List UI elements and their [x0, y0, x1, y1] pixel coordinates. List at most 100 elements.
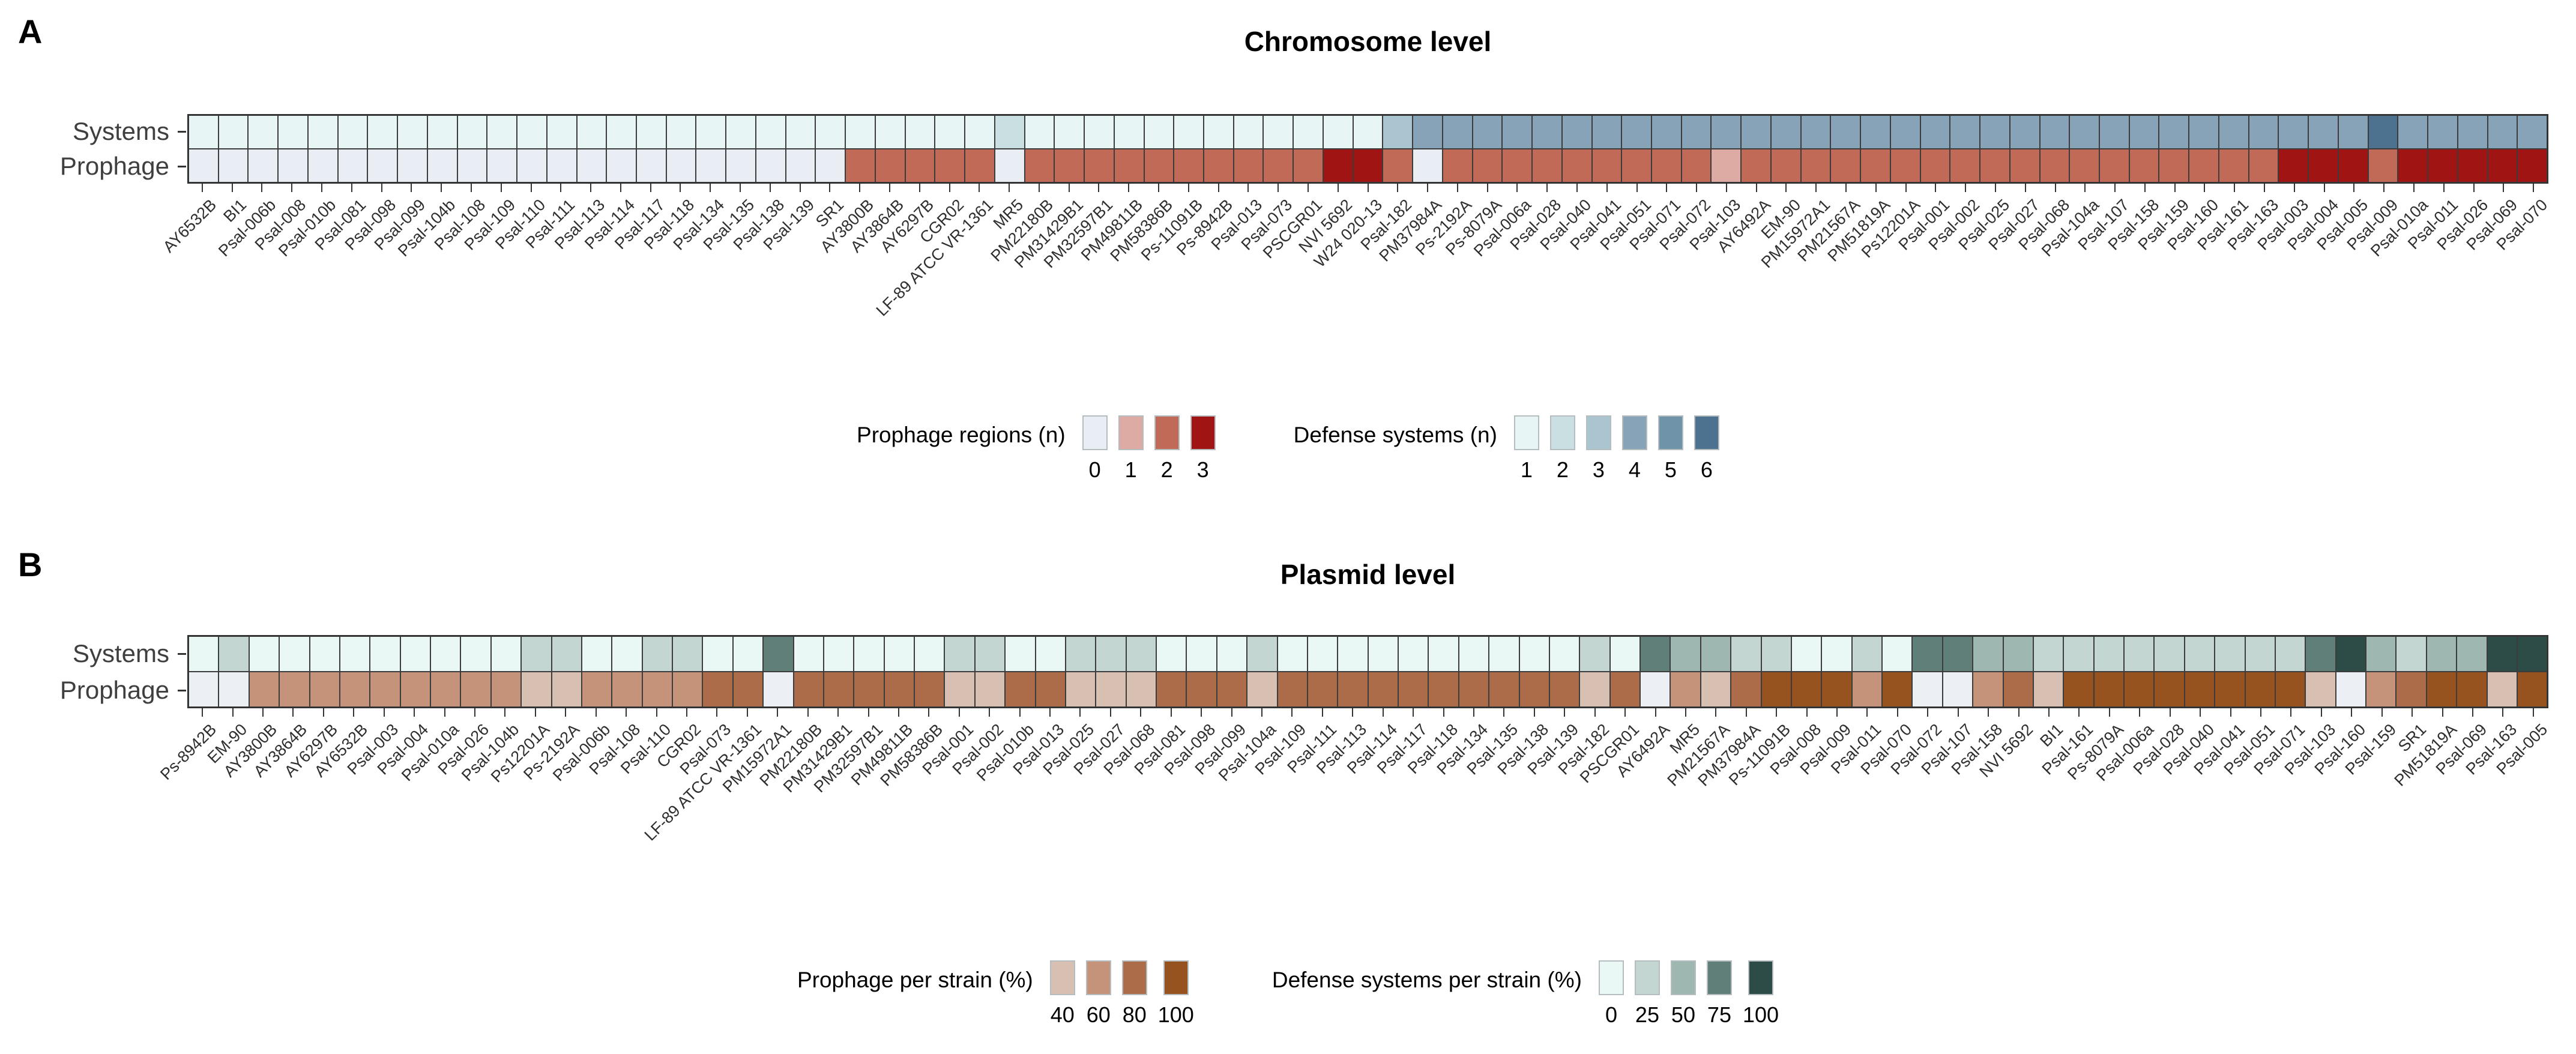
- x-tick-label: Ps-2192A: [1412, 196, 1476, 259]
- heatmap-cell: [546, 115, 577, 149]
- x-tick: [1187, 184, 1189, 192]
- x-tick: [2532, 708, 2534, 717]
- x-tick-label: AY3800B: [220, 720, 281, 781]
- heatmap-cell: [1065, 636, 1096, 672]
- x-tick-label: Psal-051: [1596, 196, 1654, 254]
- legend-key: 100: [1743, 960, 1779, 1028]
- heatmap-cell: [2245, 672, 2275, 707]
- x-tick-label: Psal-009: [1796, 720, 1855, 778]
- heatmap-cell: [1065, 672, 1096, 707]
- heatmap-cell: [935, 115, 965, 149]
- x-tick-label: AY6297B: [280, 720, 342, 781]
- heatmap-cell: [2009, 149, 2040, 182]
- x-tick: [2502, 708, 2504, 717]
- x-tick: [686, 708, 687, 717]
- heatmap-cell: [696, 115, 726, 149]
- x-tick-label: PM21567A: [1794, 196, 1864, 265]
- heatmap-cell: [430, 636, 461, 672]
- heatmap-cell: [1024, 115, 1055, 149]
- x-tick-label: LF-89 ATCC VR-1361: [641, 720, 765, 845]
- heatmap-cell: [875, 149, 905, 182]
- x-tick-label: Psal-159: [2341, 720, 2400, 778]
- x-tick-label: Psal-011: [1827, 720, 1885, 778]
- heatmap-cell: [755, 149, 786, 182]
- x-tick: [1965, 184, 1967, 192]
- heatmap-cell: [2338, 115, 2368, 149]
- heatmap-cell: [994, 149, 1025, 182]
- heatmap-cell: [1561, 149, 1592, 182]
- x-tick-label: Psal-025: [1040, 720, 1098, 778]
- legend-key: 2: [1549, 415, 1575, 483]
- x-tick: [1247, 184, 1249, 192]
- x-tick: [1337, 184, 1339, 192]
- x-tick: [2412, 708, 2413, 717]
- x-tick: [2048, 708, 2050, 717]
- heatmap-cell: [2129, 115, 2159, 149]
- x-tick-label: Psal-104a: [1215, 720, 1280, 785]
- heatmap-cell: [339, 636, 370, 672]
- heatmap-cell: [1368, 672, 1398, 707]
- x-tick-label: Psal-002: [949, 720, 1007, 778]
- heatmap-cell: [2154, 672, 2185, 707]
- heatmap-cell: [1770, 115, 1801, 149]
- x-tick: [989, 708, 991, 717]
- heatmap-cell: [1472, 149, 1503, 182]
- heatmap-cell: [1912, 636, 1943, 672]
- x-tick: [2264, 184, 2266, 192]
- x-tick-label: Psal-104b: [458, 720, 523, 785]
- heatmap-cell: [576, 115, 607, 149]
- x-tick: [1935, 184, 1937, 192]
- x-tick: [321, 184, 323, 192]
- heatmap-cell: [1681, 115, 1712, 149]
- heatmap-cell: [2305, 672, 2336, 707]
- x-tick-label: W24 020-13: [1310, 196, 1386, 271]
- heatmap-cell: [1800, 115, 1831, 149]
- heatmap-cell: [1458, 672, 1489, 707]
- x-tick: [2442, 708, 2443, 717]
- x-tick-label: Psal-013: [1208, 196, 1266, 254]
- x-tick-label: Psal-158: [1947, 720, 2006, 778]
- x-tick: [1307, 184, 1309, 192]
- heatmap-cell: [2396, 672, 2427, 707]
- x-tick-label: PM37984A: [1694, 720, 1764, 790]
- heatmap-cell: [1640, 636, 1671, 672]
- heatmap-cell: [219, 636, 249, 672]
- heatmap-cell: [1821, 636, 1852, 672]
- legend-swatch: [1694, 415, 1719, 450]
- heatmap-cell: [1890, 149, 1920, 182]
- x-tick-label: Ps-11091B: [1137, 196, 1207, 265]
- heatmap-cell: [1144, 115, 1174, 149]
- heatmap-cell: [189, 149, 219, 182]
- y-axis-tick: [178, 131, 186, 133]
- heatmap-cell: [636, 115, 666, 149]
- legend-key: 5: [1658, 415, 1683, 483]
- x-tick: [888, 184, 890, 192]
- x-tick-label: PM51819A: [1824, 196, 1894, 265]
- legend-value-label: 6: [1700, 457, 1713, 482]
- x-tick: [2024, 184, 2026, 192]
- heatmap-cell: [974, 672, 1006, 707]
- legend-swatch: [1513, 415, 1539, 450]
- x-tick-label: Psal-109: [1252, 720, 1310, 778]
- heatmap-cell: [636, 149, 666, 182]
- x-tick: [1624, 708, 1626, 717]
- heatmap-cell: [2039, 115, 2070, 149]
- x-tick: [1382, 708, 1384, 717]
- heatmap-cell: [732, 636, 764, 672]
- heatmap-cell: [755, 115, 786, 149]
- heatmap-cell: [1277, 636, 1308, 672]
- heatmap-cell: [2184, 672, 2215, 707]
- x-tick: [1427, 184, 1429, 192]
- x-tick: [381, 184, 382, 192]
- heatmap-cell: [884, 672, 914, 707]
- heatmap-cell: [370, 672, 400, 707]
- heatmap-cell: [249, 672, 280, 707]
- x-tick-label: Psal-028: [1506, 196, 1565, 254]
- x-tick: [979, 184, 980, 192]
- x-tick: [710, 184, 711, 192]
- x-tick-label: PM58386B: [876, 720, 947, 790]
- x-tick-label: PM58386B: [1106, 196, 1177, 265]
